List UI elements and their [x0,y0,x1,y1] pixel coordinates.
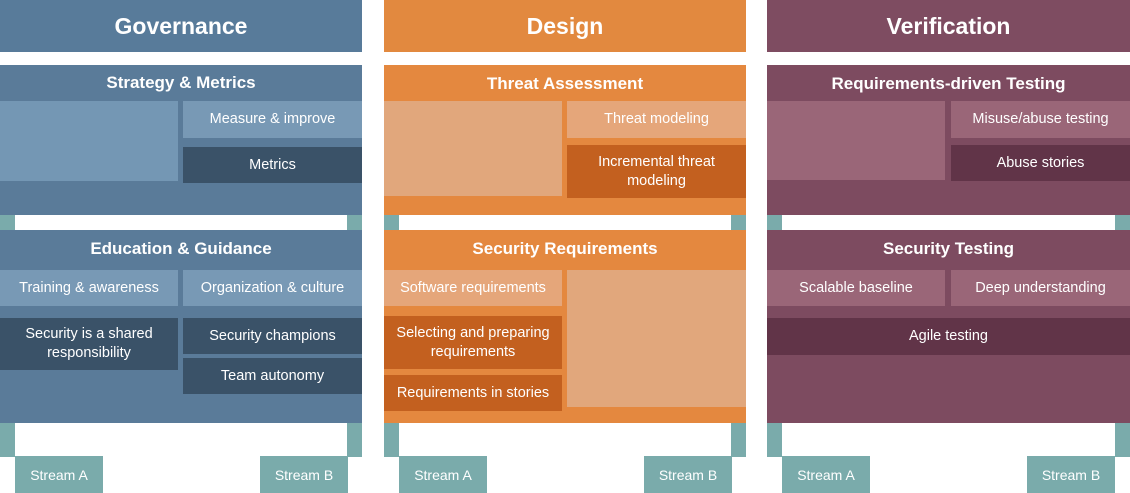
practice-title: Threat Assessment [486,74,644,93]
maturity-block [0,101,178,181]
activity-cell: Metrics [183,147,362,183]
verification-stream-b-bar-lower [1115,422,1130,457]
activity-cell: Abuse stories [951,145,1130,181]
design-header: Design [384,0,746,52]
stream-b-label: Stream B [1027,456,1115,493]
activity-cell: Deep understanding [951,270,1130,306]
maturity-block [384,101,562,196]
stream-a-label: Stream A [782,456,870,493]
verification-stream-a-bar-lower [767,422,782,457]
activity-cell: Selecting and preparing requirements [384,316,562,369]
activity-cell: Security champions [183,318,362,354]
maturity-block [767,101,945,180]
verification-header: Verification [767,0,1130,52]
design-stream-b-bar-lower [731,422,746,457]
governance-stream-b-bar [347,212,362,230]
stream-a-label: Stream A [15,456,103,493]
practice-title: Strategy & Metrics [106,73,256,92]
activity-cell: Requirements in stories [384,375,562,411]
verification-stream-a-bar [767,212,782,230]
activity-cell: Team autonomy [183,358,362,394]
activity-cell: Security is a shared responsibility [0,318,178,370]
practice-title: Security Testing [883,239,1014,258]
activity-cell: Measure & improve [183,101,362,138]
activity-cell: Threat modeling [567,101,746,138]
practice-title: Education & Guidance [90,239,272,258]
design-stream-b-bar [731,212,746,230]
governance-header: Governance [0,0,362,52]
activity-cell: Training & awareness [0,270,178,306]
stream-a-label: Stream A [399,456,487,493]
maturity-block [567,270,746,407]
stream-b-label: Stream B [260,456,348,493]
activity-cell: Misuse/abuse testing [951,101,1130,138]
design-stream-a-bar [384,212,399,230]
verification-stream-b-bar [1115,212,1130,230]
practice-title: Requirements-driven Testing [831,74,1066,93]
activity-cell: Scalable baseline [767,270,945,306]
governance-stream-a-bar [0,212,15,230]
practice-title: Security Requirements [472,239,658,258]
design-stream-a-bar-lower [384,422,399,457]
governance-stream-b-bar-lower [347,422,362,457]
activity-cell: Agile testing [767,318,1130,355]
activity-cell: Software requirements [384,270,562,306]
governance-stream-a-bar-lower [0,422,15,457]
activity-cell: Organization & culture [183,270,362,306]
stream-b-label: Stream B [644,456,732,493]
activity-cell: Incremental threat modeling [567,145,746,198]
